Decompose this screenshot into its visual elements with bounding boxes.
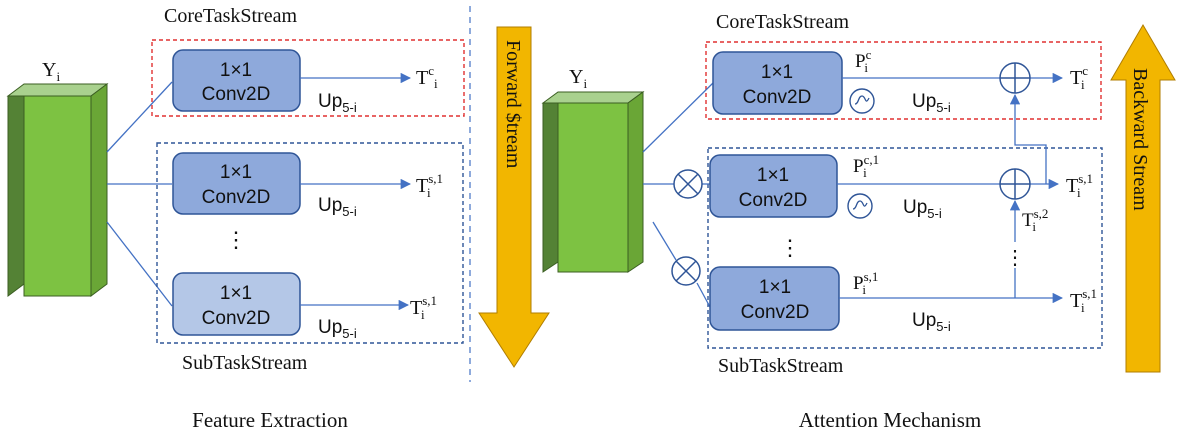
svg-text:1×1: 1×1 [220, 60, 252, 81]
ellipsis-vertical-right: ⋮ [1005, 247, 1025, 269]
conv2d-block-core-left: 1×1 Conv2D [172, 49, 301, 112]
sub-task-stream-title-left: SubTaskStream [182, 352, 308, 374]
core-task-stream-box-right [705, 41, 1102, 120]
svg-text:Conv2D: Conv2D [202, 84, 271, 105]
add-operator-core [999, 62, 1031, 94]
conv2d-block-sub1-left: 1×1 Conv2D [172, 152, 301, 215]
output-label-core-left: Tci [416, 63, 438, 91]
backward-stream-label: Backward Stream [1129, 68, 1151, 211]
up-label-sub2-right: Up5-i [912, 310, 951, 334]
sigmoid-icon-core [849, 88, 875, 114]
svg-text:1×1: 1×1 [761, 62, 793, 83]
conv2d-block-sub1-right: 1×1 Conv2D [709, 154, 838, 218]
core-task-stream-title-left: CoreTaskStream [164, 5, 297, 27]
core-task-stream-title-right: CoreTaskStream [716, 11, 849, 33]
caption-feature-extraction: Feature Extraction [192, 408, 348, 432]
forward-stream-label: Forward $tream [502, 40, 524, 169]
conv2d-block-sub2-left: 1×1 Conv2D [172, 272, 301, 336]
up-label-sub1-left: Up5-i [318, 195, 357, 219]
cube-label-left: Yi [42, 59, 60, 84]
input-connections-left [106, 81, 173, 307]
multiply-operator-2 [671, 256, 701, 286]
svg-text:Conv2D: Conv2D [202, 187, 271, 208]
svg-text:Conv2D: Conv2D [202, 308, 271, 329]
up-label-sub1-right: Up5-i [903, 197, 942, 221]
sub-task-stream-title-right: SubTaskStream [718, 355, 844, 377]
input-connections-right [642, 82, 714, 308]
input-feature-cube-right [541, 91, 645, 273]
caption-attention-mechanism: Attention Mechanism [799, 408, 982, 432]
up-label-sub2-left: Up5-i [318, 317, 357, 341]
attention-mechanism-panel: Yi CoreTaskStream SubTaskStream [541, 11, 1103, 432]
sub-task-stream-box-right [707, 147, 1103, 349]
svg-text:Conv2D: Conv2D [739, 190, 808, 211]
feature-extraction-panel: Yi CoreTaskStream SubTaskStream 1×1 Conv… [6, 5, 465, 432]
conv2d-block-sub2-right: 1×1 Conv2D [709, 266, 840, 331]
sub-task-stream-box-left [156, 142, 464, 344]
svg-text:Conv2D: Conv2D [741, 302, 810, 323]
add-operator-sub1 [999, 168, 1031, 200]
cube-label-right: Yi [569, 66, 587, 91]
multiply-operator-1 [673, 169, 703, 199]
ellipsis-left: ⋮ [225, 227, 247, 252]
output-arrows-right [837, 72, 1064, 304]
svg-text:1×1: 1×1 [220, 283, 252, 304]
core-task-stream-box-left [151, 39, 465, 117]
svg-text:Conv2D: Conv2D [743, 87, 812, 108]
forward-stream-arrow: Forward $tream [478, 26, 550, 368]
conv2d-block-core-right: 1×1 Conv2D [712, 51, 843, 115]
input-feature-cube [6, 83, 109, 297]
ellipsis-right: ⋮ [779, 235, 801, 260]
output-arrows-left [300, 72, 412, 311]
svg-text:1×1: 1×1 [220, 162, 252, 183]
svg-text:1×1: 1×1 [759, 277, 791, 298]
svg-text:1×1: 1×1 [757, 165, 789, 186]
sigmoid-icon-sub1 [847, 193, 873, 219]
up-label-core-left: Up5-i [318, 91, 357, 115]
up-label-core-right: Up5-i [912, 91, 951, 115]
backward-stream-arrow: Backward Stream [1110, 24, 1176, 373]
